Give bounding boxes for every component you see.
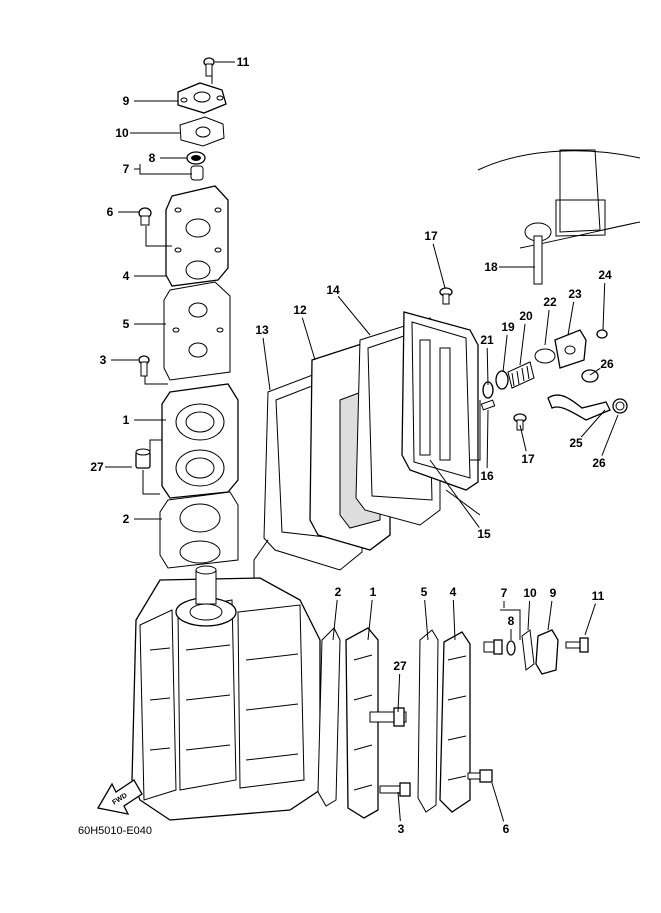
leader-lines [105,61,619,822]
callout-2: 2 [123,512,130,526]
leader-line-4 [452,599,456,641]
callout-25: 25 [569,436,583,450]
callout-27: 27 [90,460,104,474]
side-view-covers [317,609,589,819]
leader-line-24 [602,282,606,331]
leader-line-1 [367,599,373,641]
leader-line-9 [547,600,553,631]
callout-6: 6 [107,205,114,219]
leader-line-21 [486,347,489,386]
callout-5: 5 [421,585,428,599]
leader-line-27 [397,673,401,713]
callout-8: 8 [508,614,515,628]
cylinder-block [131,539,321,821]
center-plates [263,287,527,571]
leader-line-26 [601,414,619,456]
callout-11: 11 [237,55,250,69]
leader-line-17 [519,424,527,452]
leader-line-10 [527,600,531,631]
figure-code: 60H5010-E040 [78,825,152,837]
callout-5: 5 [123,317,130,331]
callout-4: 4 [450,585,457,599]
callout-14: 14 [326,283,340,297]
leader-line-23 [567,301,575,336]
callout-1: 1 [370,585,377,599]
callout-12: 12 [293,303,307,317]
callout-11: 11 [592,589,605,603]
bolt-11-top [203,57,215,77]
callout-15: 15 [477,527,491,541]
reference-outline [477,149,641,285]
leader-line-6 [491,782,505,822]
callout-7: 7 [123,162,130,176]
callout-labels: 1191087645312721718141213242322201921261… [90,55,614,836]
callout-13: 13 [255,323,269,337]
callout-9: 9 [123,94,130,108]
callout-20: 20 [519,309,533,323]
leader-line-26 [589,367,601,376]
leader-line-20 [519,323,526,366]
fwd-arrow: FWD [96,779,143,815]
left-column-stack [135,57,239,569]
callout-2: 2 [335,585,342,599]
callout-18: 18 [484,260,498,274]
callout-17: 17 [424,229,438,243]
callout-6: 6 [503,822,510,836]
leader-line-5 [424,599,429,641]
valve-parts [445,329,628,516]
leader-line-11 [584,603,596,636]
callout-17: 17 [521,452,535,466]
callout-4: 4 [123,269,130,283]
callout-22: 22 [543,295,557,309]
leader-line-16 [486,409,489,469]
callout-3: 3 [398,822,405,836]
leader-line-22 [544,309,550,346]
leader-line-3 [397,791,401,822]
callout-23: 23 [568,287,582,301]
callout-1: 1 [123,413,130,427]
leader-line-2 [332,599,338,641]
callout-24: 24 [598,268,612,282]
callout-16: 16 [480,469,494,483]
leader-line-14 [337,295,371,336]
callout-10: 10 [115,126,129,140]
callout-8: 8 [149,151,156,165]
callout-9: 9 [550,586,557,600]
callout-27: 27 [393,659,407,673]
leader-line-12 [301,317,316,361]
callout-26: 26 [592,456,606,470]
gasket-5 [163,281,231,381]
leader-line-13 [262,337,271,391]
leader-line-15 [429,459,480,528]
leader-line-25 [580,409,606,438]
callout-3: 3 [100,353,107,367]
callout-26: 26 [600,357,614,371]
leader-line-17 [432,243,446,289]
leader-line-19 [502,334,508,373]
callout-10: 10 [523,586,537,600]
callout-21: 21 [480,333,494,347]
callout-19: 19 [501,320,515,334]
callout-7: 7 [501,586,508,600]
